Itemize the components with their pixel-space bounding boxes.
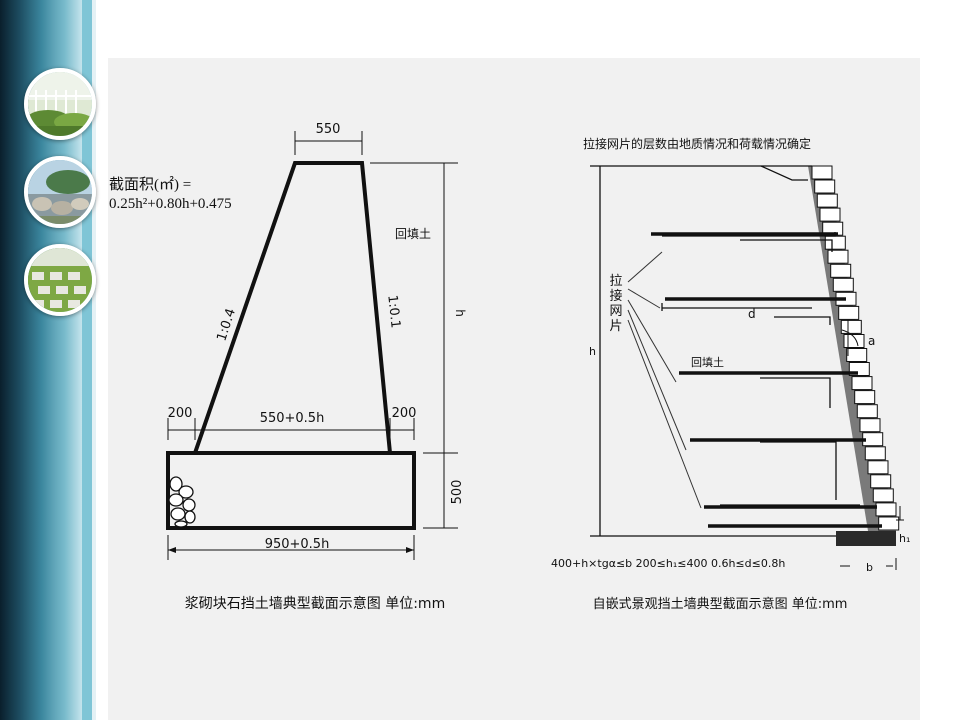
facing-block [843, 334, 865, 348]
facing-block [872, 488, 894, 503]
facing-block [811, 165, 833, 180]
facing-block [859, 418, 881, 433]
wall-height-label: h [453, 309, 467, 317]
grid-label-char-3: 网 [609, 304, 622, 319]
facing-block [824, 235, 846, 250]
facing-block [854, 390, 876, 405]
top-width-label: 550 [316, 122, 341, 137]
masonry-retaining-wall-diagram: 550 截面积(㎡) = 0.25h²+0.80h+0.475 回填土 1:0.… [109, 122, 467, 612]
base-height-label: 500 [450, 480, 465, 505]
facing-block [819, 207, 841, 222]
facing-block [832, 277, 854, 292]
content-panel [108, 58, 920, 720]
facing-block [830, 263, 852, 278]
embedment-depth-label: h₁ [899, 532, 910, 545]
rubble-stones [168, 476, 196, 528]
middle-width-label: 550+0.5h [260, 411, 325, 426]
grid-label-char-2: 接 [609, 288, 622, 304]
thumbnail-garden-fence [24, 68, 96, 140]
dimension-arrows [168, 547, 414, 553]
base-width-label: 950+0.5h [265, 537, 330, 552]
design-constraints: 400+h×tgα≤b 200≤h₁≤400 0.6h≤d≤0.8h [551, 557, 785, 570]
facing-block [840, 319, 862, 334]
facing-block [846, 348, 868, 362]
facing-block [864, 446, 886, 461]
left-margin-label: 200 [168, 406, 193, 421]
facing-block [851, 376, 873, 391]
leveling-pad [836, 531, 896, 546]
sidebar-stripe-light [92, 0, 96, 720]
right-diagram-caption: 自嵌式景观挡土墙典型截面示意图 单位:mm [593, 596, 848, 612]
facing-block [867, 460, 889, 475]
facing-block [878, 516, 900, 531]
facing-block [856, 404, 878, 419]
backfill-label: 回填土 [395, 227, 431, 241]
facing-block [875, 502, 897, 517]
left-diagram-caption: 浆砌块石挡土墙典型截面示意图 单位:mm [185, 595, 445, 612]
grid-label-char-1: 拉 [609, 274, 622, 289]
grid-label-char-4: 片 [609, 319, 622, 334]
segmental-retaining-wall-diagram: 拉接网片的层数由地质情况和荷载情况确定 [551, 136, 910, 612]
facing-block [838, 305, 860, 320]
right-wall-height-label: h [589, 345, 596, 358]
facing-block [816, 193, 838, 208]
thumbnail-stone-wall [24, 156, 96, 228]
right-backfill-label: 回填土 [691, 355, 724, 369]
embedment-length-label: d [748, 307, 756, 321]
area-formula-value: 0.25h²+0.80h+0.475 [109, 196, 232, 212]
facing-block [814, 179, 836, 194]
grid-leader-lines [627, 251, 702, 509]
right-slope-label: 1:0.1 [384, 294, 402, 329]
facing-blocks [811, 165, 900, 531]
area-formula-label: 截面积(㎡) = [109, 176, 191, 193]
right-margin-label: 200 [392, 406, 417, 421]
facing-block [827, 249, 849, 264]
thumbnail-grass-paver [24, 244, 96, 316]
sidebar-stripe [82, 0, 92, 720]
block-width-label: b [866, 561, 873, 574]
batter-angle-label: a [868, 334, 875, 348]
wall-footing [166, 451, 416, 530]
grid-layer-note: 拉接网片的层数由地质情况和荷载情况确定 [583, 136, 811, 151]
facing-block [870, 474, 892, 489]
